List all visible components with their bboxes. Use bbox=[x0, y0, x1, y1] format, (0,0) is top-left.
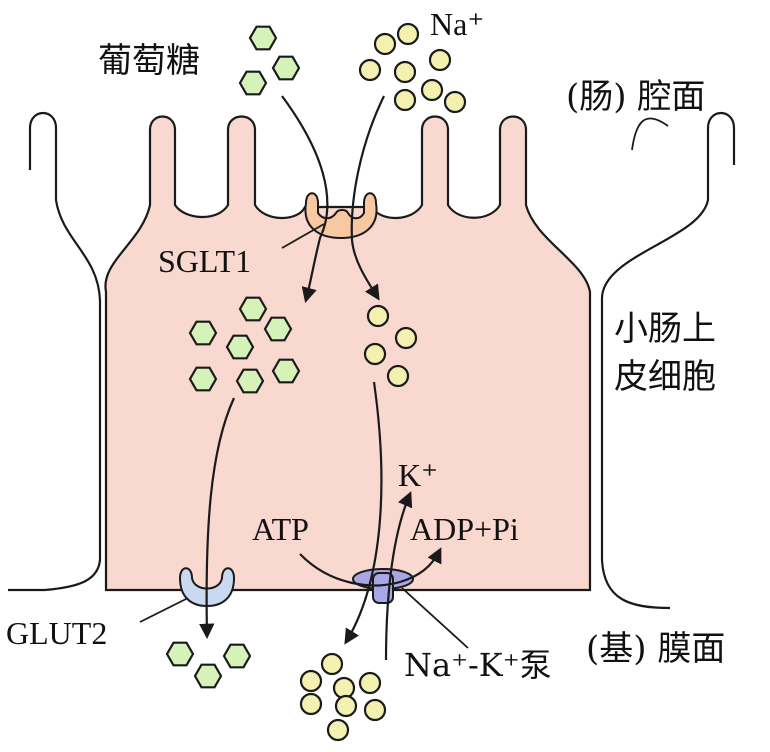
sodium-ion-icon bbox=[396, 22, 420, 46]
left-neighbor-cell-outline bbox=[8, 112, 102, 592]
sodium-ion-icon bbox=[386, 364, 410, 388]
potassium-entry-arrow bbox=[384, 491, 413, 661]
lumen-leader-line bbox=[631, 117, 669, 151]
glucose-hexagon-icon bbox=[235, 368, 265, 394]
glut2-label: GLUT2 bbox=[6, 615, 107, 651]
sodium-ion-icon bbox=[320, 652, 344, 676]
glut2-leader-line bbox=[139, 597, 189, 623]
glucose-entry-arrow bbox=[281, 95, 329, 303]
glucose-hexagon-icon bbox=[188, 320, 218, 346]
sglt1-leader-line bbox=[281, 223, 325, 249]
sglt1-label: SGLT1 bbox=[158, 243, 251, 279]
basal-side-label: (基) 膜面 bbox=[586, 629, 725, 669]
glucose-hexagon-icon bbox=[193, 663, 223, 689]
sodium-ion-icon bbox=[358, 671, 382, 695]
glucose-exit-arrow bbox=[199, 397, 235, 640]
sglt1-transporter bbox=[304, 192, 378, 240]
lumen-side-label: (肠) 腔面 bbox=[566, 77, 705, 117]
sodium-ion-icon bbox=[366, 304, 390, 328]
sodium-ion-icon bbox=[332, 676, 356, 700]
sodium-ion-icon bbox=[428, 48, 452, 72]
glucose-hexagon-icon bbox=[248, 25, 278, 51]
potassium-label: K⁺ bbox=[398, 457, 438, 493]
sodium-ion-icon bbox=[299, 669, 323, 693]
sodium-ion-icon bbox=[334, 694, 358, 718]
glucose-label: 葡萄糖 bbox=[98, 41, 200, 81]
cell-name-label-line2: 皮细胞 bbox=[614, 357, 716, 397]
sodium-entry-arrow bbox=[350, 95, 385, 301]
glucose-hexagon-icon bbox=[271, 55, 301, 81]
atp-label: ATP bbox=[252, 511, 309, 547]
sodium-exit-arrow bbox=[344, 381, 383, 645]
glucose-hexagon-icon bbox=[238, 296, 268, 322]
pump-label: Na⁺-K⁺泵 bbox=[404, 646, 552, 684]
glucose-hexagon-icon bbox=[188, 366, 218, 392]
sodium-ion-icon bbox=[394, 326, 418, 350]
cell-name-label-line1: 小肠上 bbox=[614, 309, 716, 349]
sodium-ion-icon bbox=[299, 692, 323, 716]
sodium-ion-icon bbox=[393, 88, 417, 112]
glut2-transporter bbox=[178, 567, 236, 608]
glucose-hexagon-icon bbox=[165, 641, 195, 667]
sodium-ion-icon bbox=[373, 32, 397, 56]
sodium-ion-icon bbox=[326, 718, 350, 742]
sodium-ion-icon bbox=[420, 78, 444, 102]
glucose-hexagon-icon bbox=[222, 643, 252, 669]
glucose-hexagon-icon bbox=[238, 70, 268, 96]
sodium-ion-icon bbox=[393, 60, 417, 84]
sodium-label: Na⁺ bbox=[430, 6, 484, 42]
sodium-ions bbox=[299, 22, 467, 742]
glucose-hexagon-icon bbox=[271, 358, 301, 384]
pump-leader-line bbox=[401, 587, 469, 649]
sodium-ion-icon bbox=[363, 342, 387, 366]
right-neighbor-cell-outline bbox=[600, 112, 736, 610]
adp-pi-label: ADP+Pi bbox=[410, 511, 519, 547]
glucose-molecules bbox=[165, 25, 301, 689]
glucose-hexagon-icon bbox=[225, 334, 255, 360]
sodium-ion-icon bbox=[443, 90, 467, 114]
atp-hydrolysis-arrow bbox=[299, 547, 442, 587]
sodium-ion-icon bbox=[358, 58, 382, 82]
sodium-ion-icon bbox=[363, 698, 387, 722]
glucose-hexagon-icon bbox=[263, 316, 293, 342]
